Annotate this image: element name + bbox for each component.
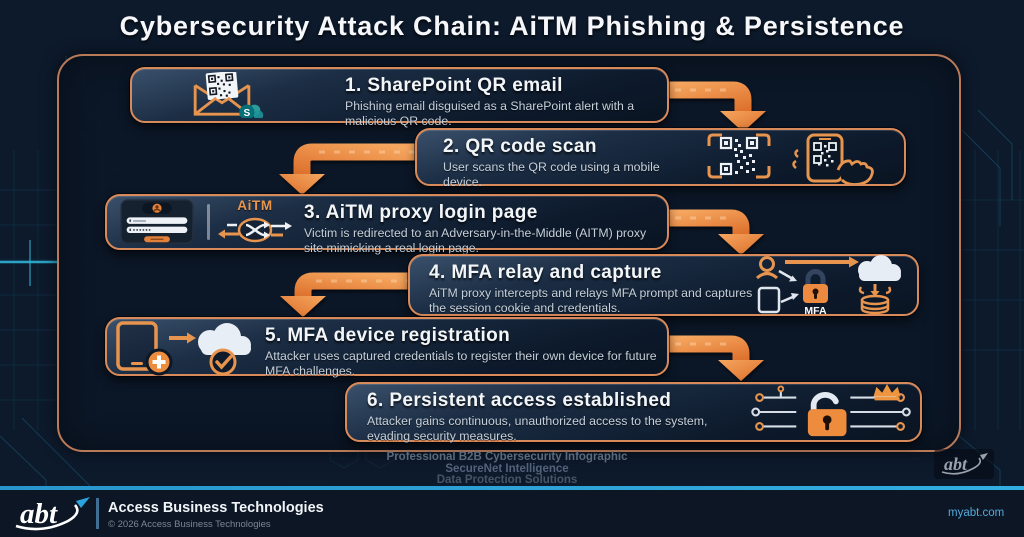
copyright-text: © 2026 Access Business Technologies: [108, 519, 271, 530]
svg-text:abt: abt: [944, 454, 968, 474]
qr-code-icon: [707, 133, 771, 179]
mfa-label: MFA: [804, 305, 827, 316]
step-1-description: Phishing email disguised as a SharePoint…: [345, 99, 635, 128]
step-5-card: 5. MFA device registration Attacker uses…: [105, 317, 669, 378]
abt-logo: abt: [15, 497, 90, 531]
step-1-heading: 1. SharePoint QR email: [345, 75, 563, 96]
step-6-heading: 6. Persistent access established: [367, 390, 672, 411]
step-1-card: S 1. SharePoint QR email Phishing email …: [130, 67, 669, 128]
step-6-description: Attacker gains continuous, unauthorized …: [367, 414, 708, 443]
abt-watermark: abt: [934, 449, 994, 479]
website-link[interactable]: myabt.com: [948, 507, 1005, 519]
footer-line-3: Data Protection Solutions: [436, 474, 578, 487]
persistent-access-lock-icon: [751, 384, 911, 437]
step-3-heading: 3. AiTM proxy login page: [304, 202, 538, 223]
arrow-step2-to-step3: [279, 143, 422, 195]
step-2-description: User scans the QR code using a mobile de…: [443, 160, 660, 189]
step-3-card: AiTM 3. AiTM proxy login page Victim is …: [105, 194, 669, 255]
footer-text: Professional B2B Cybersecurity Infograph…: [57, 451, 957, 487]
step-6-card: 6. Persistent access established Attacke…: [345, 382, 922, 443]
page-title: Cybersecurity Attack Chain: AiTM Phishin…: [119, 11, 905, 41]
mfa-relay-capture-icon: MFA: [755, 255, 901, 316]
aitm-label: AiTM: [237, 198, 273, 213]
footer-line-1: Professional B2B Cybersecurity Infograph…: [386, 451, 628, 463]
icon-divider: [207, 204, 210, 240]
sharepoint-letter: S: [244, 108, 251, 118]
footer-line-2: SecureNet Intelligence: [445, 462, 569, 475]
abt-watermark-logo-icon: abt: [941, 453, 988, 475]
step-3-description: Victim is redirected to an Adversary-in-…: [304, 226, 647, 255]
step-4-description: AiTM proxy intercepts and relays MFA pro…: [429, 286, 753, 315]
step-4-heading: 4. MFA relay and capture: [429, 262, 662, 283]
bottom-brand-bar: abt Access Business Technologies © 2026 …: [0, 490, 1024, 537]
arrow-step3-to-step4: [652, 209, 764, 255]
arrow-step1-to-step2: [652, 81, 766, 132]
step-2-card: 2. QR code scan User scans the QR code u…: [415, 128, 906, 189]
logo-divider: [96, 498, 99, 529]
svg-text:abt: abt: [20, 498, 58, 530]
sharepoint-qr-email-icon: S: [193, 72, 264, 118]
arrow-step5-to-step6: [652, 335, 764, 381]
crown-icon: [873, 384, 901, 397]
step-5-heading: 5. MFA device registration: [265, 325, 511, 346]
aitm-proxy-shuffle-icon: [218, 217, 292, 243]
step-5-description: Attacker uses captured credentials to re…: [265, 349, 657, 378]
step-4-card: 4. MFA relay and capture AiTM proxy inte…: [408, 254, 919, 316]
arrow-step4-to-step5: [280, 272, 418, 317]
mfa-device-registration-icon: [116, 321, 251, 376]
divider-bar: [0, 486, 1024, 490]
phone-scan-hand-icon: [792, 133, 874, 184]
login-form-icon: [120, 199, 194, 244]
step-2-heading: 2. QR code scan: [443, 136, 597, 157]
company-name: Access Business Technologies: [108, 500, 324, 516]
